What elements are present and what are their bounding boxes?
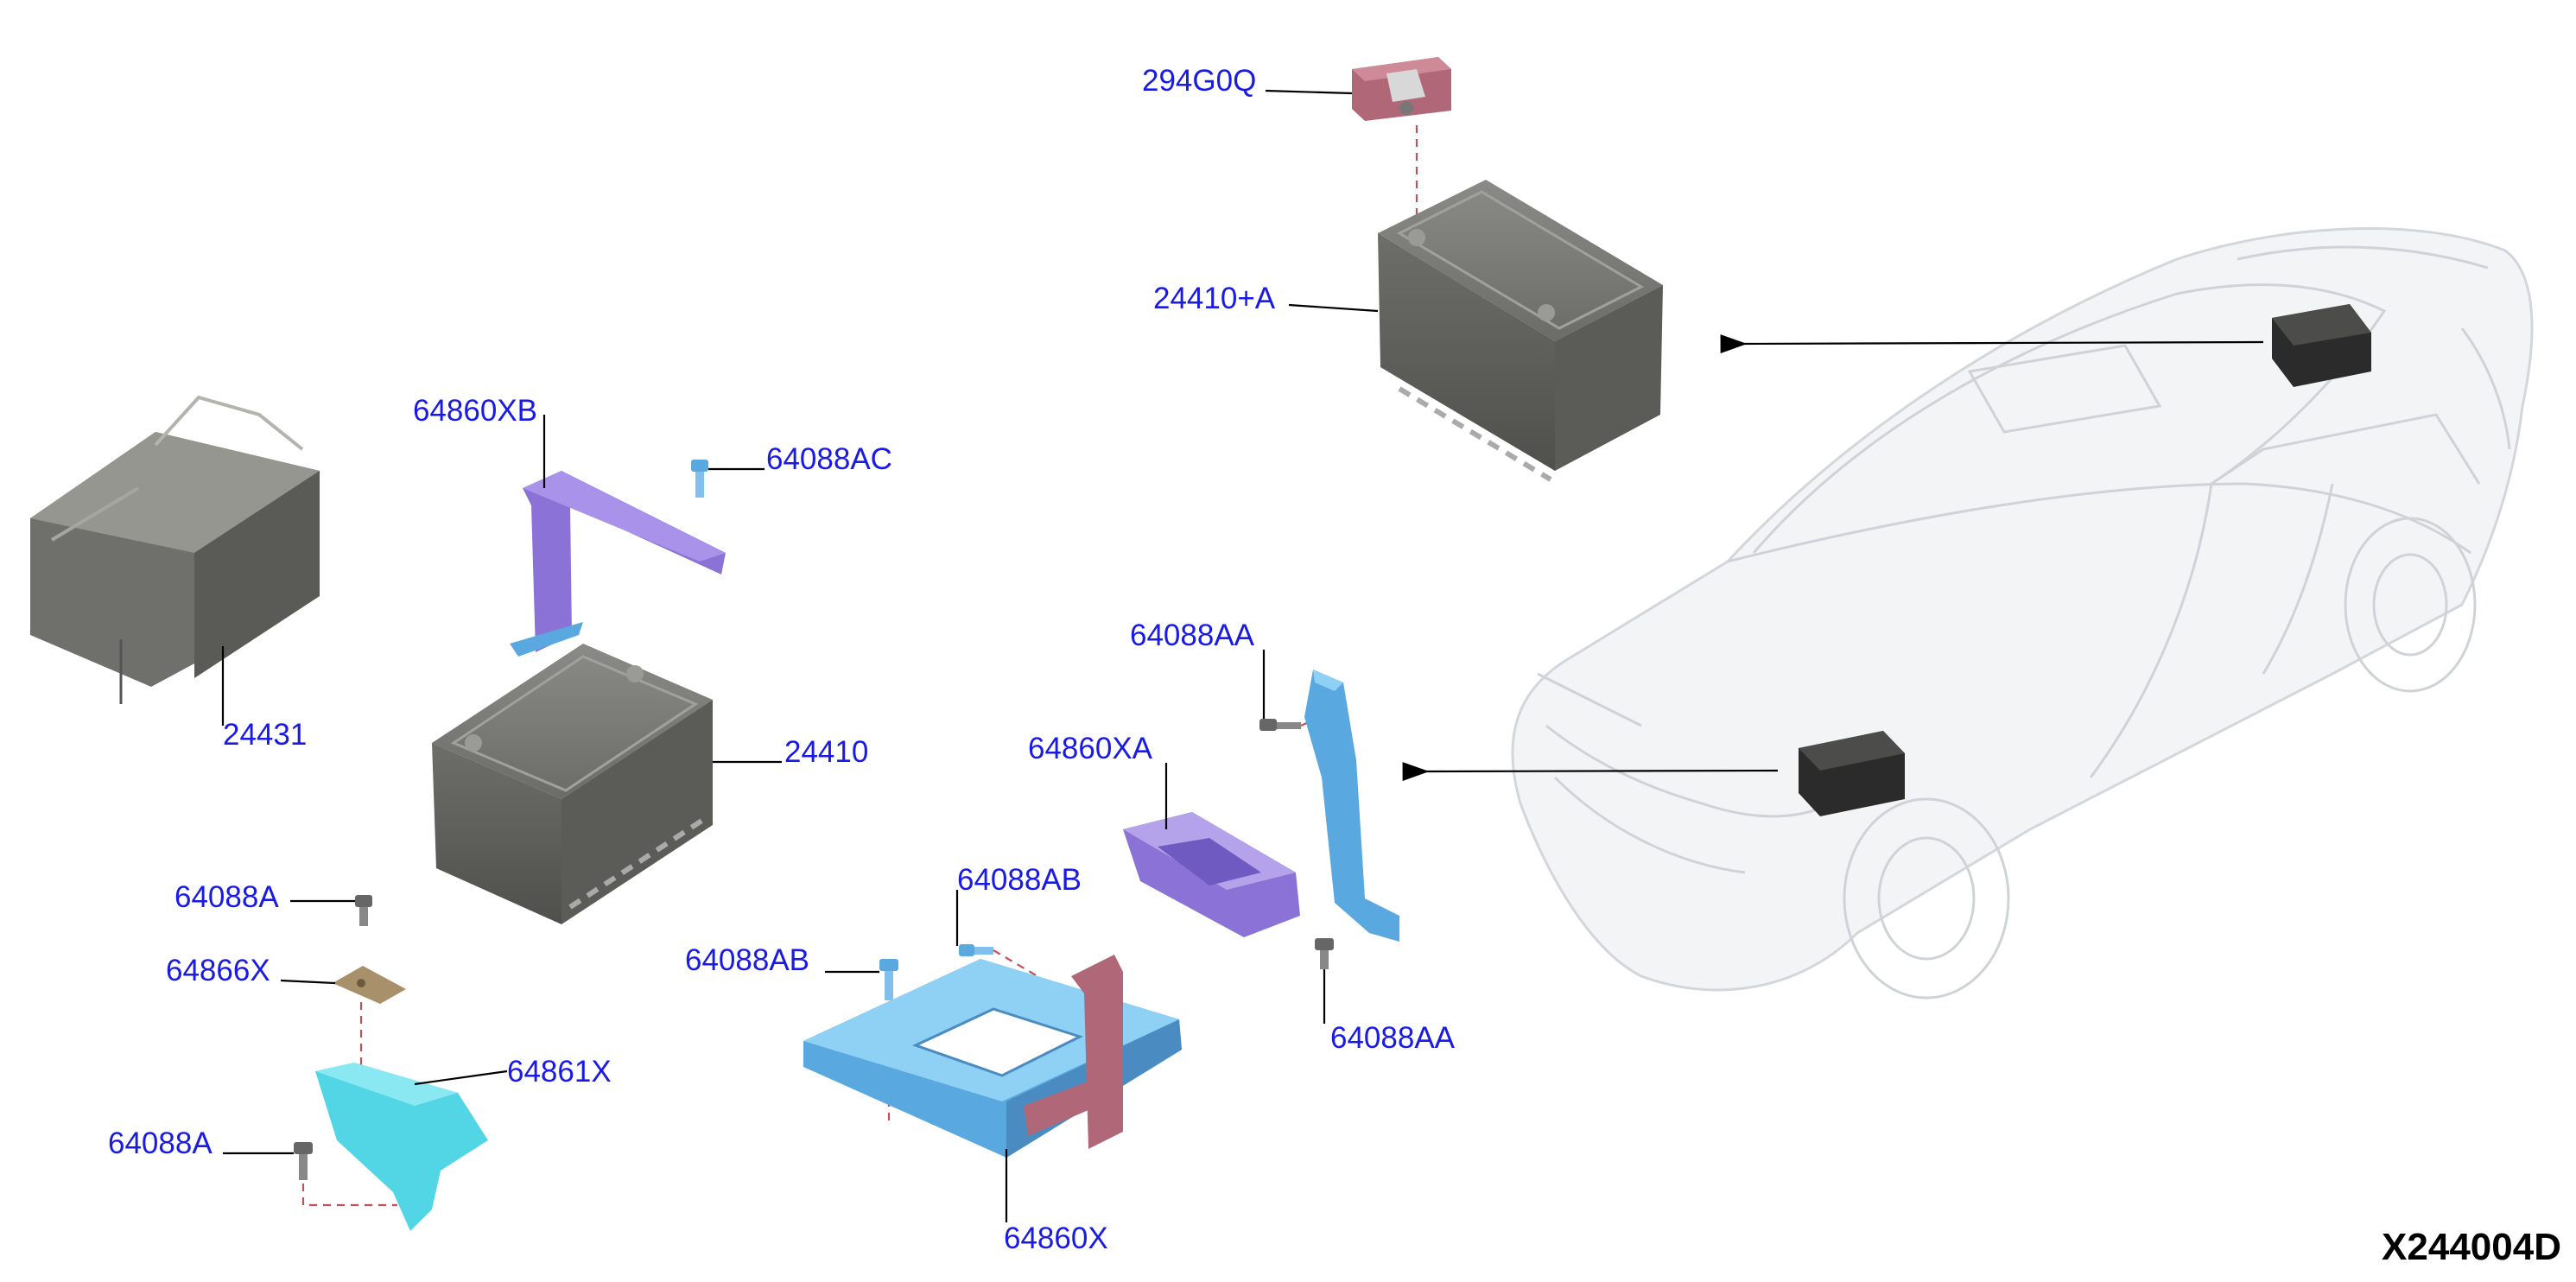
label-64088a-bottom[interactable]: 64088A xyxy=(108,1127,213,1160)
part-64861x-bracket xyxy=(315,1063,488,1231)
part-64088aa-top-bolt xyxy=(1259,719,1301,731)
label-64866x[interactable]: 64866X xyxy=(166,954,270,987)
label-64088ab-left[interactable]: 64088AB xyxy=(685,943,809,977)
vehicle-illustration xyxy=(1511,227,2534,1000)
dash-64088a-bottom xyxy=(301,1184,397,1207)
part-64088ab-right-bolt xyxy=(959,944,993,956)
part-side-bracket xyxy=(1304,670,1399,942)
part-24410-battery xyxy=(432,644,713,924)
label-24410[interactable]: 24410 xyxy=(784,735,868,769)
part-64088ab-left-bolt xyxy=(879,959,898,1000)
label-64088ac[interactable]: 64088AC xyxy=(766,442,892,476)
diagram-id: X244004D xyxy=(2382,1226,2561,1268)
label-24410a[interactable]: 24410+A xyxy=(1153,282,1276,315)
part-64866x-plate xyxy=(333,966,406,1004)
part-64860x-tray xyxy=(803,955,1182,1158)
label-64088a-top[interactable]: 64088A xyxy=(174,880,279,914)
rear-battery-location-icon xyxy=(2272,304,2371,387)
label-64860xb[interactable]: 64860XB xyxy=(413,394,537,428)
part-24431-insulator xyxy=(30,395,320,704)
front-battery-location-icon xyxy=(1799,731,1905,816)
part-64088aa-bottom-bolt xyxy=(1315,938,1334,969)
label-64088ab-right[interactable]: 64088AB xyxy=(957,863,1082,897)
part-64860xb-bracket xyxy=(510,471,726,657)
label-24431[interactable]: 24431 xyxy=(223,718,307,752)
label-64861x[interactable]: 64861X xyxy=(507,1055,612,1088)
part-64088a-top-bolt xyxy=(355,895,372,926)
label-64860x[interactable]: 64860X xyxy=(1004,1222,1108,1255)
label-64088aa-bottom[interactable]: 64088AA xyxy=(1330,1021,1456,1055)
label-64860xa[interactable]: 64860XA xyxy=(1028,732,1153,765)
part-64860xa-holddown xyxy=(1123,812,1300,937)
label-294g0q[interactable]: 294G0Q xyxy=(1142,64,1256,98)
label-64088aa-top[interactable]: 64088AA xyxy=(1130,619,1255,652)
part-64088a-bottom-bolt xyxy=(294,1142,313,1180)
part-64088ac-bolt xyxy=(691,460,708,498)
arrow-rear-battery xyxy=(1720,334,2264,354)
leader-lines xyxy=(221,89,1379,1222)
part-294g0q-fuse-clamp xyxy=(1352,57,1451,121)
part-24410a-battery xyxy=(1378,180,1663,482)
